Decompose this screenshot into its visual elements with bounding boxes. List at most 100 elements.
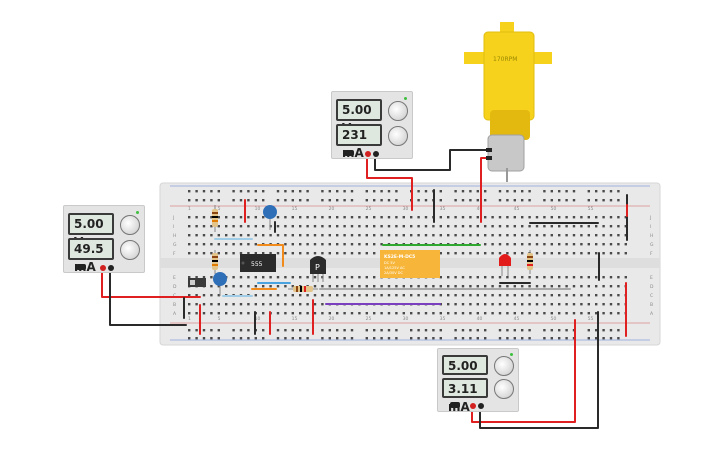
row-letter: H	[650, 233, 653, 239]
column-number: 30	[403, 316, 409, 322]
column-number: 5	[218, 316, 221, 322]
transistor[interactable]: P	[310, 256, 326, 282]
row-letter: D	[173, 284, 177, 290]
wire-red-bottom-supply[interactable]	[471, 319, 576, 423]
row-letter: D	[650, 284, 654, 290]
voltage-display: 5.00 V	[336, 99, 382, 135]
positive-terminal[interactable]	[100, 265, 106, 271]
wire-orange-jumper-1[interactable]	[257, 244, 284, 267]
relay-line-2: 1A/125V AC	[384, 266, 405, 270]
row-letter: B	[650, 302, 653, 308]
column-numbers: 1155101015152020252530303535404045455050…	[172, 206, 654, 322]
column-number: 15	[292, 206, 298, 212]
column-number: 45	[514, 206, 520, 212]
column-number: 1	[188, 316, 191, 322]
row-letter: E	[173, 275, 176, 281]
row-letter: B	[173, 302, 176, 308]
column-number: 55	[588, 316, 594, 322]
column-number: 20	[329, 206, 335, 212]
negative-terminal[interactable]	[373, 151, 379, 157]
power-supply-bottom[interactable]: 5.00 V 3.11 mA	[437, 348, 519, 414]
relay[interactable]: KS2E-M-DC5 DC 5V 1A/125V AC 2A/30V DC	[380, 250, 440, 278]
capacitor-1[interactable]	[263, 205, 277, 230]
power-supply-top[interactable]: 5.00 V 231 mA	[331, 91, 413, 160]
column-number: 25	[366, 316, 372, 322]
row-letter: J	[172, 215, 174, 221]
column-number: 40	[477, 316, 483, 322]
voltage-knob[interactable]	[388, 101, 408, 121]
capacitor-2[interactable]	[213, 272, 227, 296]
row-letter: J	[649, 215, 651, 221]
relay-line-1: DC 5V	[384, 261, 395, 265]
wire-black-bottom-supply[interactable]	[479, 311, 599, 429]
current-display: 3.11 mA	[442, 378, 488, 414]
chip-555[interactable]: 555	[240, 254, 276, 272]
negative-terminal[interactable]	[108, 265, 114, 271]
column-number: 25	[366, 206, 372, 212]
column-number: 55	[588, 206, 594, 212]
negative-terminal[interactable]	[478, 403, 484, 409]
current-display: 49.5 mA	[68, 238, 114, 274]
resistor-4[interactable]	[527, 250, 533, 274]
led-red[interactable]	[499, 254, 511, 276]
column-number: 45	[514, 316, 520, 322]
column-number: 5	[218, 206, 221, 212]
slide-switch[interactable]	[188, 278, 206, 287]
motor-label: 170RPM	[493, 56, 517, 63]
row-letter: H	[173, 233, 176, 239]
power-switch[interactable]	[450, 402, 460, 408]
wire-black-left-supply[interactable]	[109, 267, 187, 326]
status-led	[404, 97, 407, 100]
column-number: 15	[292, 316, 298, 322]
current-knob[interactable]	[120, 240, 140, 260]
column-number: 50	[551, 316, 557, 322]
positive-terminal[interactable]	[470, 403, 476, 409]
current-knob[interactable]	[388, 126, 408, 146]
current-display: 231 mA	[336, 124, 382, 160]
column-number: 40	[477, 206, 483, 212]
power-switch[interactable]	[344, 150, 354, 156]
voltage-display: 5.00 V	[68, 213, 114, 249]
row-letter: F	[173, 251, 176, 257]
transistor-label: P	[315, 263, 320, 272]
column-number: 1	[188, 206, 191, 212]
row-letter: C	[650, 293, 653, 299]
column-number: 30	[403, 206, 409, 212]
row-letter: G	[650, 242, 654, 248]
resistor-3[interactable]	[288, 286, 318, 292]
power-supply-left[interactable]: 5.00 V 49.5 mA	[63, 205, 145, 274]
row-letter: G	[173, 242, 177, 248]
column-number: 10	[255, 316, 261, 322]
wire-red-top-supply[interactable]	[366, 152, 413, 211]
row-letter: I	[173, 224, 174, 230]
relay-line-3: 2A/30V DC	[384, 271, 403, 275]
resistor-1[interactable]	[212, 205, 218, 232]
relay-title: KS2E-M-DC5	[384, 254, 415, 260]
current-knob[interactable]	[494, 379, 514, 399]
chip-555-label: 555	[251, 261, 263, 268]
status-led	[510, 353, 513, 356]
power-switch[interactable]	[76, 264, 86, 270]
wire-black-top-supply[interactable]	[374, 149, 490, 171]
row-letter: F	[650, 251, 653, 257]
dc-motor[interactable]: 170RPM	[464, 22, 552, 182]
voltage-knob[interactable]	[494, 356, 514, 376]
row-letter: E	[650, 275, 653, 281]
row-letter: I	[650, 224, 651, 230]
status-led	[136, 211, 139, 214]
wire-red-left-supply[interactable]	[101, 267, 201, 298]
column-number: 35	[440, 316, 446, 322]
voltage-knob[interactable]	[120, 215, 140, 235]
positive-terminal[interactable]	[365, 151, 371, 157]
wires[interactable]	[101, 149, 628, 429]
column-number: 20	[329, 316, 335, 322]
voltage-display: 5.00 V	[442, 355, 488, 391]
row-letter: A	[173, 311, 177, 317]
column-number: 50	[551, 206, 557, 212]
row-letter: A	[650, 311, 654, 317]
resistor-2[interactable]	[212, 250, 218, 274]
column-number: 35	[440, 206, 446, 212]
components: 555 P KS2E-M-DC5 DC 5V 1A/125V AC 2A/30V…	[188, 205, 533, 296]
column-number: 10	[255, 206, 261, 212]
